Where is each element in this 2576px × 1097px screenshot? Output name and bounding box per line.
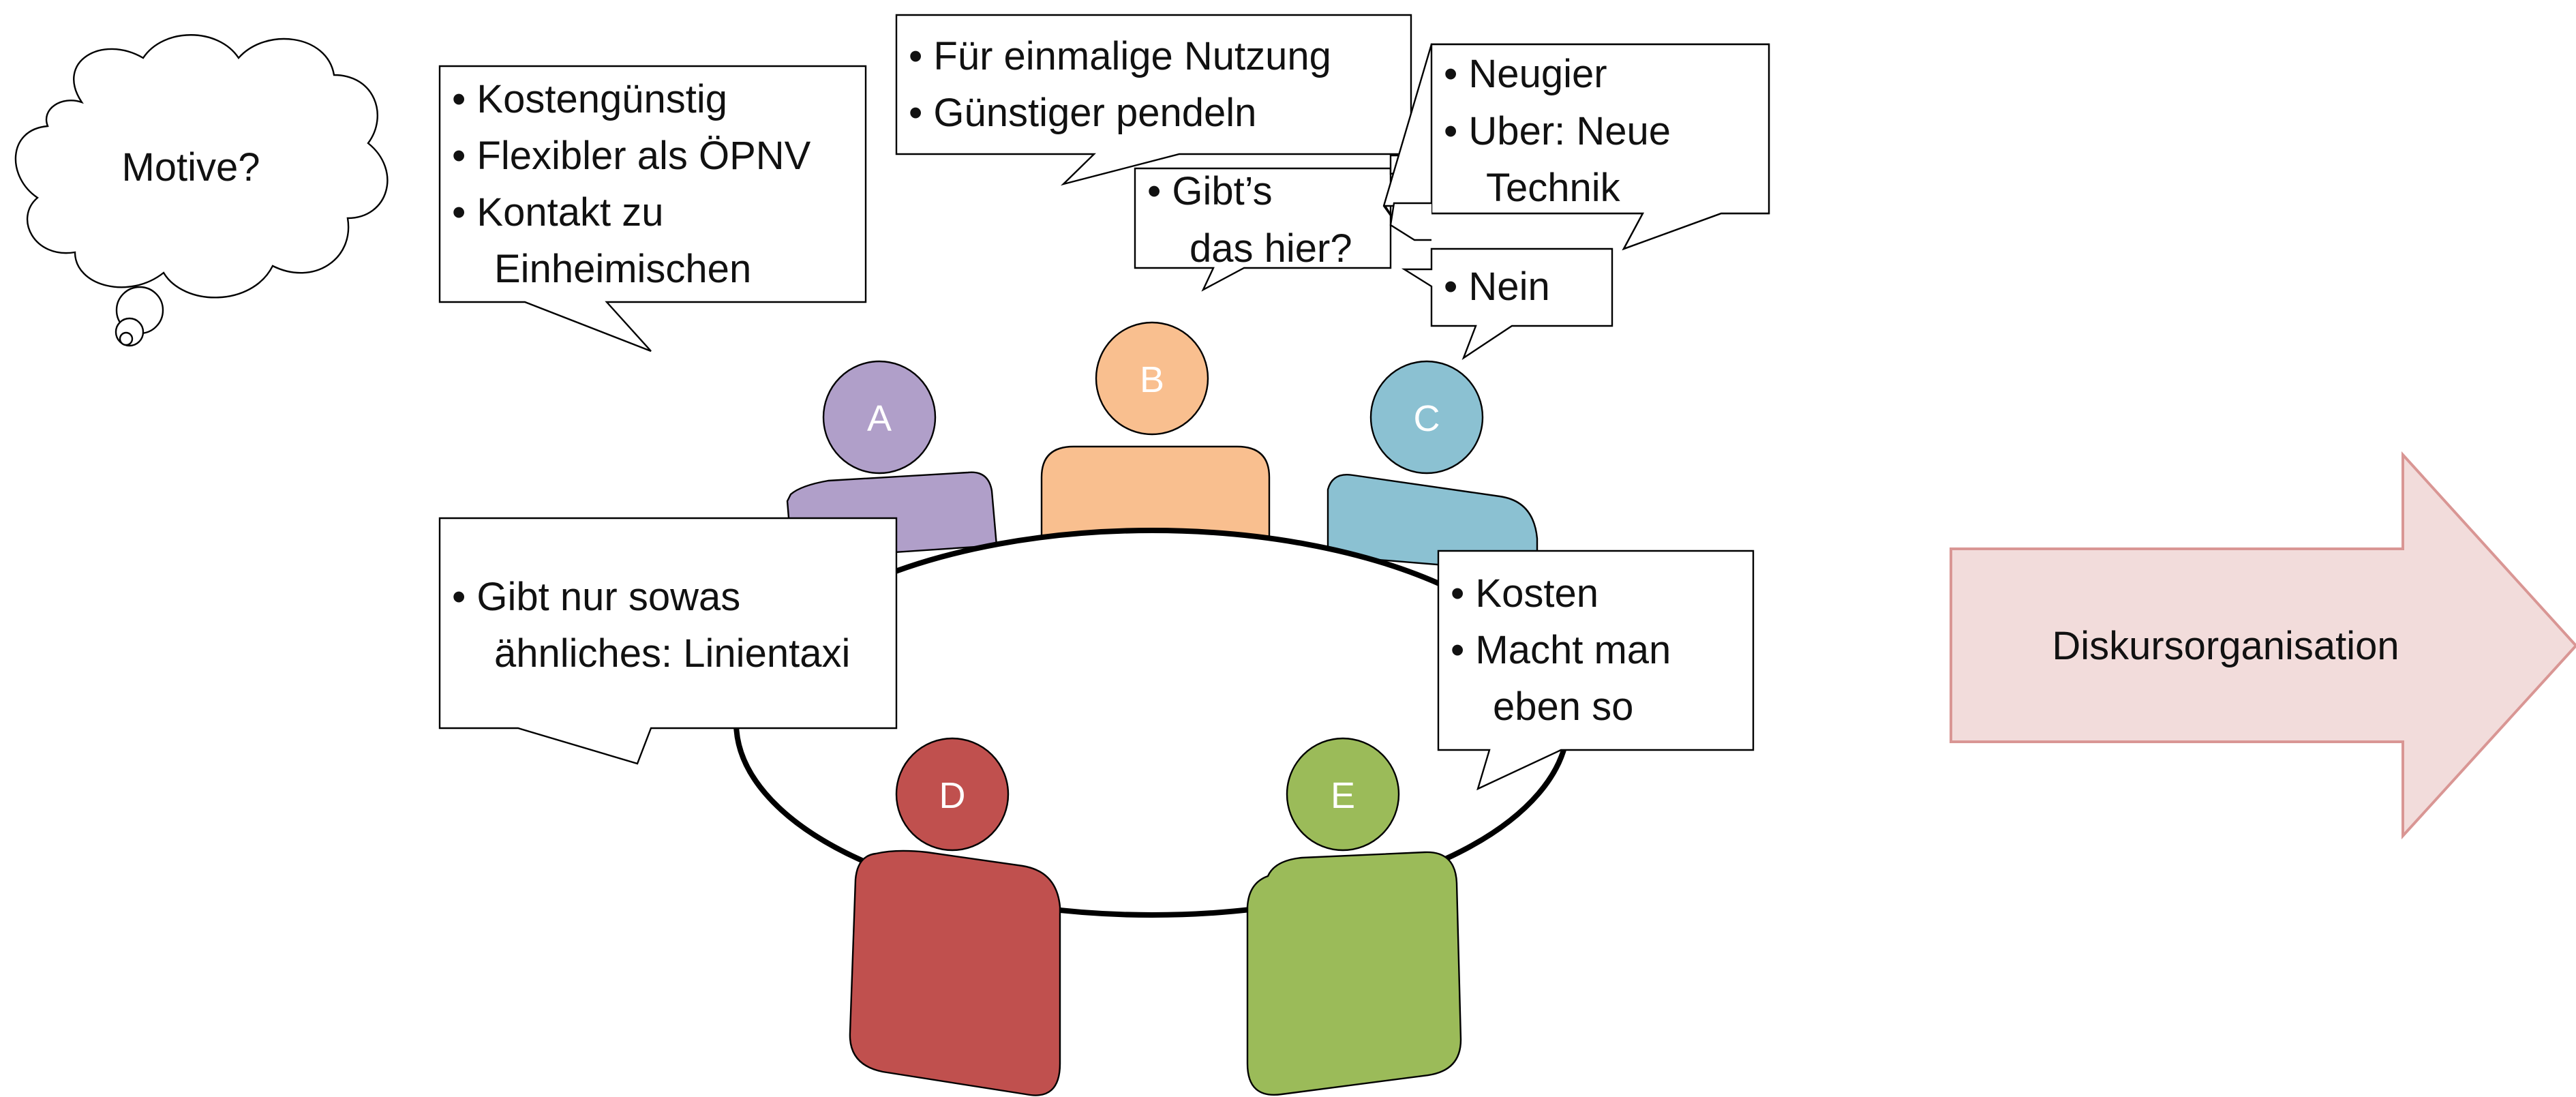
participant-d-head <box>895 737 1010 852</box>
bubble-motives-line-4: Einheimischen <box>494 247 751 291</box>
participant-c: C <box>1369 360 1484 475</box>
bubble-costs-line-2: • Macht man <box>1451 628 1671 672</box>
bubble-usage-line-2: • Günstiger pendeln <box>909 91 1256 135</box>
bubble-costs-line-1: • Kosten <box>1451 571 1598 616</box>
participant-e: E <box>1286 737 1400 852</box>
participant-b: B <box>1095 321 1209 436</box>
participant-c-body <box>1327 474 1539 574</box>
bubble-question-line-2: das hier? <box>1189 226 1352 271</box>
bubble-curiosity-line-1: • Neugier <box>1444 52 1607 96</box>
bubble-usage-line-1: • Für einmalige Nutzung <box>909 34 1331 78</box>
speech-bubble-answer: • Nein <box>1401 247 1613 361</box>
participant-b-head <box>1095 321 1209 436</box>
bubble-linientaxi-line-1: • Gibt nur sowas <box>452 575 740 619</box>
discourse-arrow-label: Diskursorganisation <box>2052 624 2399 668</box>
speech-bubble-curiosity: • Neugier • Uber: Neue Technik <box>1382 43 1770 251</box>
bubble-answer-line-1: • Nein <box>1444 265 1550 309</box>
participant-e-body <box>1246 851 1462 1096</box>
bubble-curiosity-line-2: • Uber: Neue <box>1444 109 1671 153</box>
participant-e-head <box>1286 737 1400 852</box>
participant-c-letter: C <box>1414 398 1440 439</box>
speech-bubble-question: • Gibt’s das hier? <box>1134 167 1392 292</box>
participant-d-body <box>849 850 1061 1096</box>
bubble-costs-line-3: eben so <box>1493 685 1633 729</box>
thought-cloud: Motive? <box>14 34 389 347</box>
curiosity-to-question-connector <box>1389 202 1431 241</box>
participant-a-head <box>822 360 937 475</box>
bubble-question-line-1: • Gibt’s <box>1147 169 1273 213</box>
participant-b-letter: B <box>1140 359 1164 400</box>
participant-a-letter: A <box>867 398 892 439</box>
thought-dot-small <box>119 331 134 346</box>
discourse-arrow: Diskursorganisation <box>1950 451 2576 840</box>
bubble-curiosity-line-3: Technik <box>1486 166 1621 210</box>
speech-bubble-usage: • Für einmalige Nutzung • Günstiger pend… <box>895 14 1412 186</box>
participant-c-head <box>1369 360 1484 475</box>
speech-bubble-linientaxi: • Gibt nur sowas ähnliches: Linientaxi <box>438 517 898 765</box>
bubble-motives-line-2: • Flexibler als ÖPNV <box>452 134 811 178</box>
participant-a: A <box>822 360 937 475</box>
thought-cloud-label: Motive? <box>121 145 260 190</box>
speech-bubble-motives: • Kostengünstig • Flexibler als ÖPNV • K… <box>438 65 867 352</box>
speech-bubble-costs: • Kosten • Macht man eben so <box>1437 550 1755 791</box>
participant-d: D <box>895 737 1010 852</box>
participant-b-body <box>1040 445 1271 540</box>
bubble-motives-line-1: • Kostengünstig <box>452 77 727 121</box>
participant-e-letter: E <box>1331 775 1355 816</box>
bubble-linientaxi-line-2: ähnliches: Linientaxi <box>494 631 850 676</box>
bubble-motives-line-3: • Kontakt zu <box>452 190 663 235</box>
participant-d-letter: D <box>939 775 966 816</box>
